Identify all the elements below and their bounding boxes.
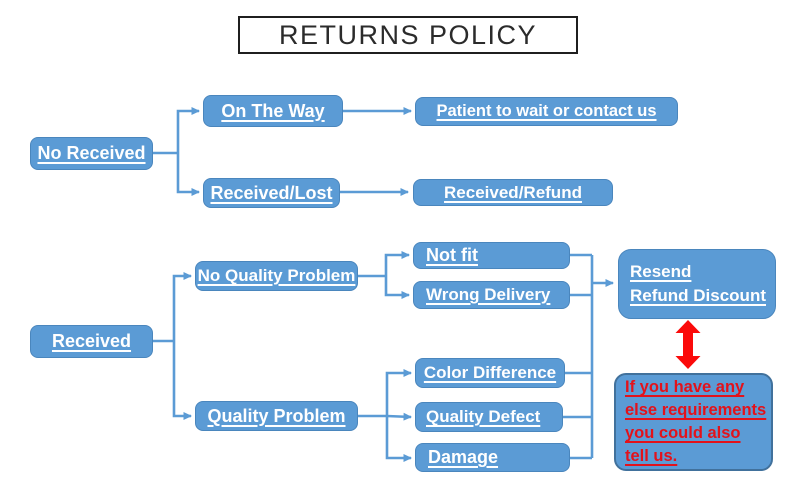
- node-label: Quality Defect: [426, 407, 541, 426]
- node-label: Not fit: [426, 245, 478, 265]
- node-received-refund: Received/Refund: [413, 179, 613, 206]
- note-line: else requirements: [625, 401, 767, 419]
- node-label: No Quality Problem: [197, 266, 356, 285]
- node-wrong-delivery: Wrong Delivery: [413, 281, 570, 309]
- note-line: tell us.: [625, 447, 678, 465]
- node-on-the-way: On The Way: [203, 95, 343, 127]
- node-label: On The Way: [221, 100, 325, 121]
- node-label: Received: [51, 331, 132, 351]
- node-resend-refund-discount: Resend Refund Discount: [618, 249, 776, 319]
- node-received-lost: Received/Lost: [203, 178, 340, 208]
- node-label: Patient to wait or contact us: [436, 102, 657, 120]
- node-label: Wrong Delivery: [426, 285, 551, 304]
- node-label: Damage: [428, 447, 499, 467]
- node-label: Color Difference: [423, 363, 557, 382]
- node-no-received: No Received: [30, 137, 153, 170]
- node-patient-to-wait: Patient to wait or contact us: [415, 97, 678, 126]
- note-line: you could also: [625, 424, 741, 442]
- node-not-fit: Not fit: [413, 242, 570, 269]
- node-damage: Damage: [415, 443, 570, 472]
- node-label-line1: Resend: [630, 262, 692, 281]
- double-arrow-icon: [675, 320, 701, 369]
- page-title: RETURNS POLICY: [278, 19, 538, 50]
- note-line: If you have any: [625, 378, 745, 396]
- node-quality-problem: Quality Problem: [195, 401, 358, 431]
- node-received: Received: [30, 325, 153, 358]
- title-box: RETURNS POLICY: [238, 16, 578, 54]
- note-requirements-box: If you have any else requirements you co…: [614, 373, 773, 471]
- node-label: No Received: [37, 143, 146, 163]
- node-label: Quality Problem: [207, 405, 346, 426]
- node-label: Received/Refund: [444, 182, 582, 202]
- node-label: Received/Lost: [210, 182, 333, 203]
- node-label-line2: Refund Discount: [630, 286, 766, 305]
- node-no-quality-problem: No Quality Problem: [195, 261, 358, 291]
- node-quality-defect: Quality Defect: [415, 402, 563, 432]
- node-color-difference: Color Difference: [415, 358, 565, 388]
